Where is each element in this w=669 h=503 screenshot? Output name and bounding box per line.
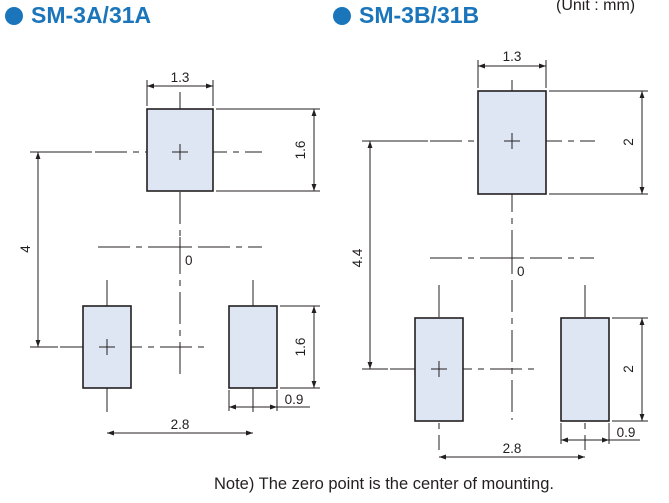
dim-pad-height-bottom: 1.6 xyxy=(293,338,308,357)
dim-gap: 0.9 xyxy=(617,425,636,440)
dim-pad-height-top: 2 xyxy=(621,138,636,146)
pad-bottom-right xyxy=(560,317,610,422)
dim-pad-height-bottom: 2 xyxy=(621,365,636,373)
diagram-title-a: SM-3A/31A xyxy=(31,2,152,28)
unit-note: (Unit : mm) xyxy=(556,0,636,14)
dim-horizontal-pitch: 2.8 xyxy=(171,417,190,432)
origin-label: 0 xyxy=(185,253,193,268)
diagram-title-b: SM-3B/31B xyxy=(359,2,480,28)
origin-label: 0 xyxy=(517,264,525,279)
pad-bottom-right xyxy=(228,305,278,389)
bullet-icon xyxy=(5,6,23,25)
diagram-a: 1.3 1.6 1.6 4 0 0.9 2.8 xyxy=(18,70,320,436)
dim-pad-width: 1.3 xyxy=(503,49,522,64)
dim-vertical-pitch: 4.4 xyxy=(350,248,365,267)
title-sm-3b-31b: SM-3B/31B xyxy=(333,2,479,29)
dim-pad-width: 1.3 xyxy=(171,70,190,85)
dim-horizontal-pitch: 2.8 xyxy=(503,441,522,456)
title-sm-3a-31a: SM-3A/31A xyxy=(5,2,151,29)
dim-vertical-pitch: 4 xyxy=(18,245,33,253)
bullet-icon xyxy=(333,6,351,25)
dim-gap: 0.9 xyxy=(285,392,304,407)
footer-note: Note) The zero point is the center of mo… xyxy=(214,475,554,493)
diagram-b: 1.3 2 2 4.4 0 0.9 2.8 xyxy=(350,49,648,460)
dim-pad-height-top: 1.6 xyxy=(293,141,308,160)
